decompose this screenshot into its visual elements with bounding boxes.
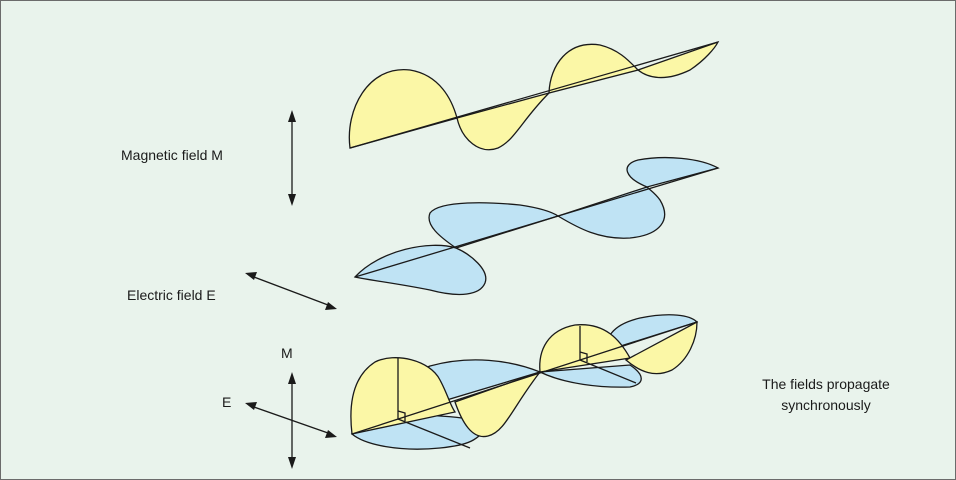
magnetic-lobe-1 xyxy=(348,69,458,149)
magnetic-lobe-3 xyxy=(548,43,640,94)
combined-wave xyxy=(350,314,699,450)
combined-magnetic-lobe-2 xyxy=(454,370,542,438)
combined-electric-lobe-3 xyxy=(537,364,642,388)
magnetic-direction-arrow xyxy=(288,110,296,206)
electric-axis xyxy=(354,167,719,278)
electric-field-label: Electric field E xyxy=(127,287,216,303)
magnetic-wave xyxy=(348,40,720,151)
magnetic-lobe-2 xyxy=(456,91,552,151)
right-angle-marker-1 xyxy=(397,410,406,421)
combined-axis xyxy=(351,321,698,435)
electric-lobe-3 xyxy=(556,186,666,239)
e-vector-1 xyxy=(397,418,471,449)
electric-wave xyxy=(353,156,720,296)
combined-magnetic-lobe-4 xyxy=(624,320,698,375)
right-angle-marker-2 xyxy=(579,351,588,362)
combined-magnetic-lobe-3 xyxy=(539,324,632,373)
electric-lobe-4 xyxy=(626,156,720,188)
magnetic-lobe-4 xyxy=(636,40,720,79)
magnetic-axis xyxy=(349,41,719,149)
note-line-1: The fields propagate xyxy=(762,376,890,392)
electric-direction-arrow xyxy=(245,272,337,310)
m-label: M xyxy=(281,345,293,361)
combined-magnetic-lobe-1 xyxy=(350,357,457,435)
magnetic-field-label: Magnetic field M xyxy=(121,147,223,163)
e-vector-2 xyxy=(579,359,637,384)
e-direction-arrow xyxy=(245,402,337,438)
note-line-2: synchronously xyxy=(781,397,871,413)
electric-lobe-2 xyxy=(428,202,560,249)
e-label: E xyxy=(222,394,231,410)
electric-lobe-1 xyxy=(353,244,487,296)
